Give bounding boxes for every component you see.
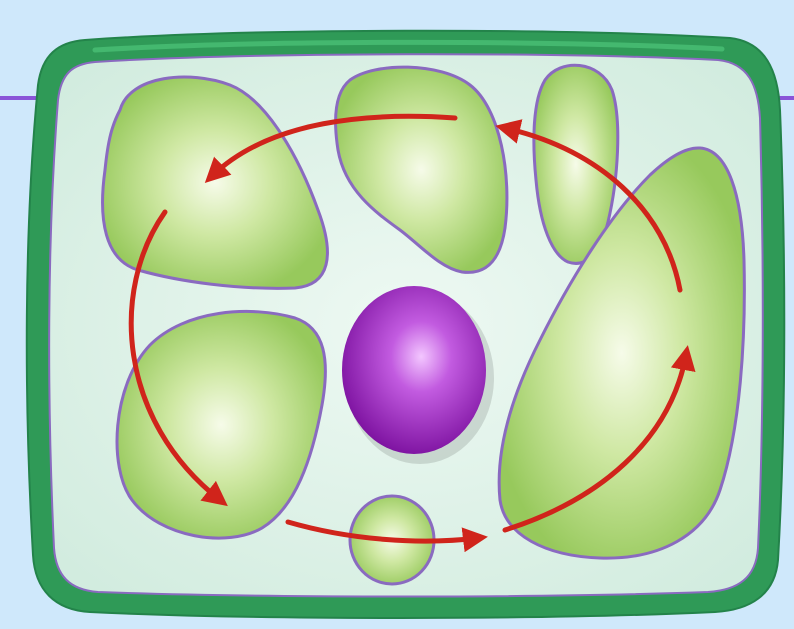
nucleus bbox=[342, 286, 486, 454]
